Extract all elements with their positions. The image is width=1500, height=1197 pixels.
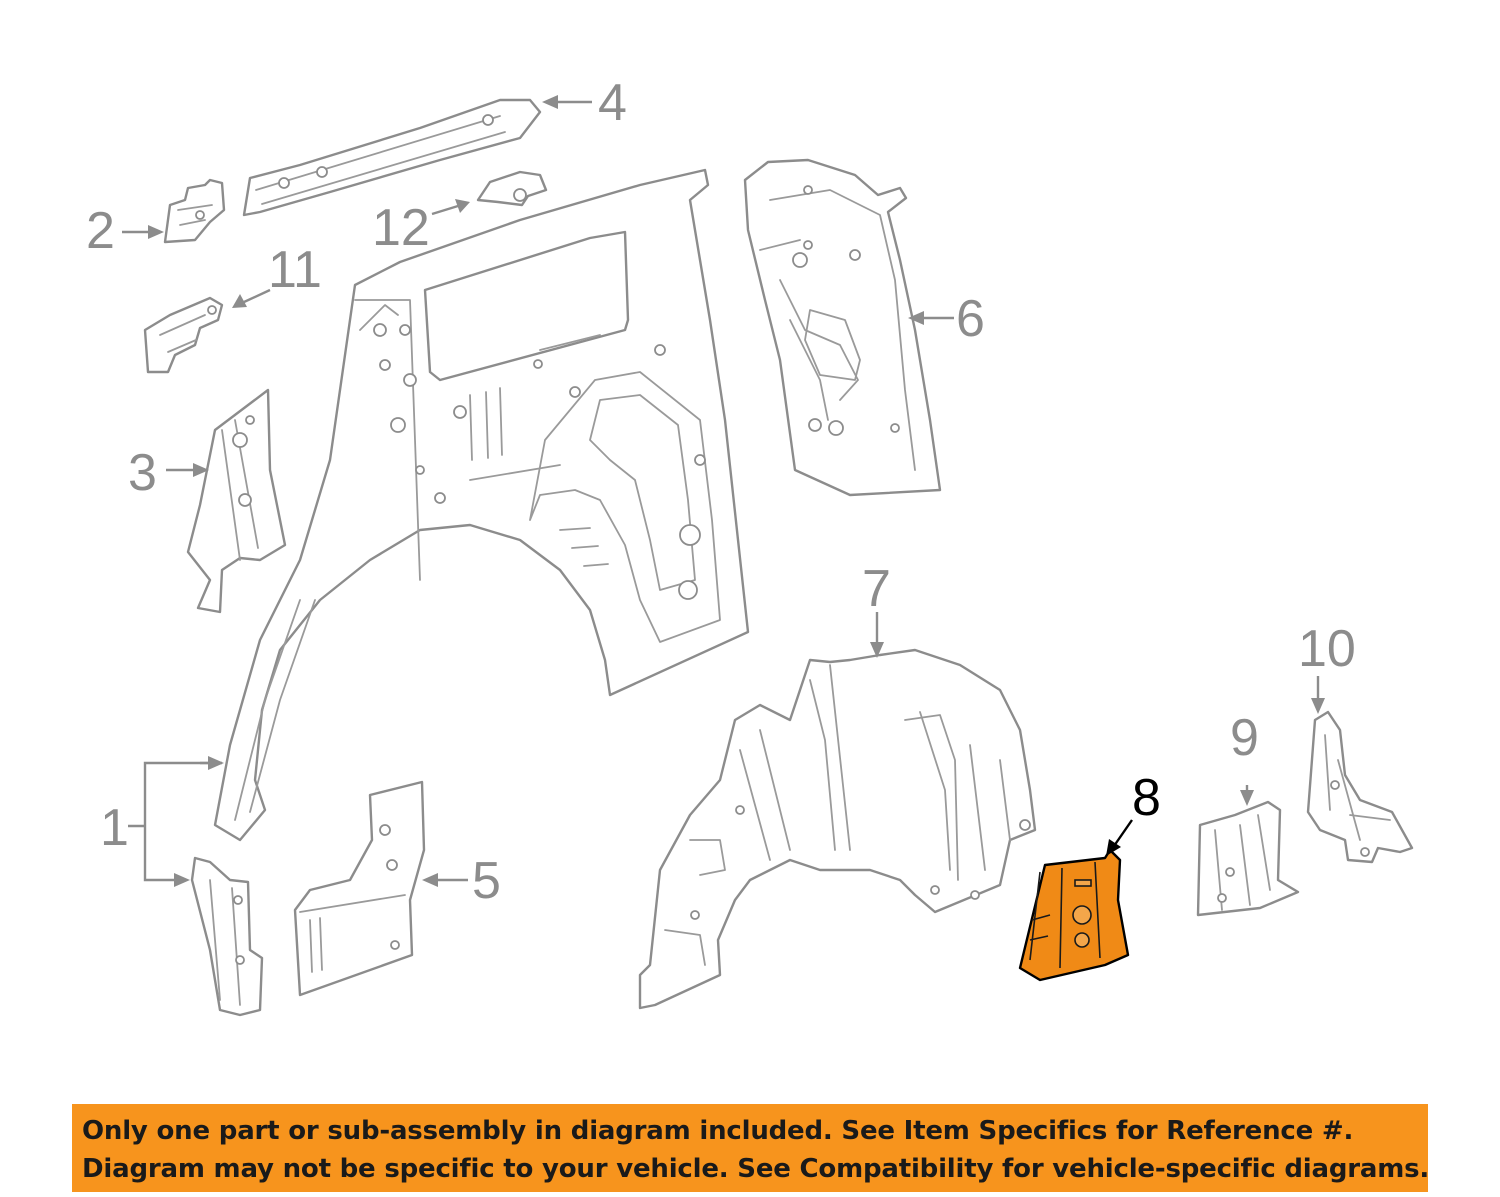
part-9-bracket <box>1196 800 1300 917</box>
callout-3: 3 <box>128 444 157 502</box>
part-8-highlighted <box>1018 848 1130 982</box>
part-2-bracket <box>163 178 226 244</box>
parts-diagram: 4 2 12 11 3 6 1 5 7 8 9 10 <box>86 74 1414 1017</box>
callout-5: 5 <box>472 852 501 910</box>
callout-2: 2 <box>86 202 115 260</box>
part-4-roof-rail <box>242 98 542 217</box>
callout-11: 11 <box>268 241 322 299</box>
disclaimer-line-2: Diagram may not be specific to your vehi… <box>82 1154 1430 1184</box>
part-12-bracket <box>476 170 548 207</box>
part-6-inner-panel <box>743 158 942 497</box>
part-3-pillar <box>186 388 287 614</box>
callout-labels: 4 2 12 11 3 6 1 5 7 8 9 10 <box>86 74 1356 910</box>
callout-8: 8 <box>1132 769 1161 827</box>
disclaimer-banner: Only one part or sub-assembly in diagram… <box>72 1104 1430 1192</box>
callout-6: 6 <box>956 290 985 348</box>
disclaimer-line-1: Only one part or sub-assembly in diagram… <box>82 1116 1354 1146</box>
part-7-wheelhouse <box>638 648 1037 1010</box>
part-11-bracket <box>143 296 224 374</box>
callout-4: 4 <box>598 74 627 132</box>
part-10-bracket <box>1306 710 1414 864</box>
part-5-panel <box>293 780 426 997</box>
callout-1: 1 <box>100 799 129 857</box>
callout-7: 7 <box>862 560 891 618</box>
part-1-wheelhouse-extension <box>190 856 264 1017</box>
quarter-inner-panel <box>213 168 750 842</box>
callout-9: 9 <box>1230 709 1259 767</box>
callout-10: 10 <box>1298 620 1356 678</box>
leader-arrows <box>122 95 1325 887</box>
callout-12: 12 <box>372 199 430 257</box>
